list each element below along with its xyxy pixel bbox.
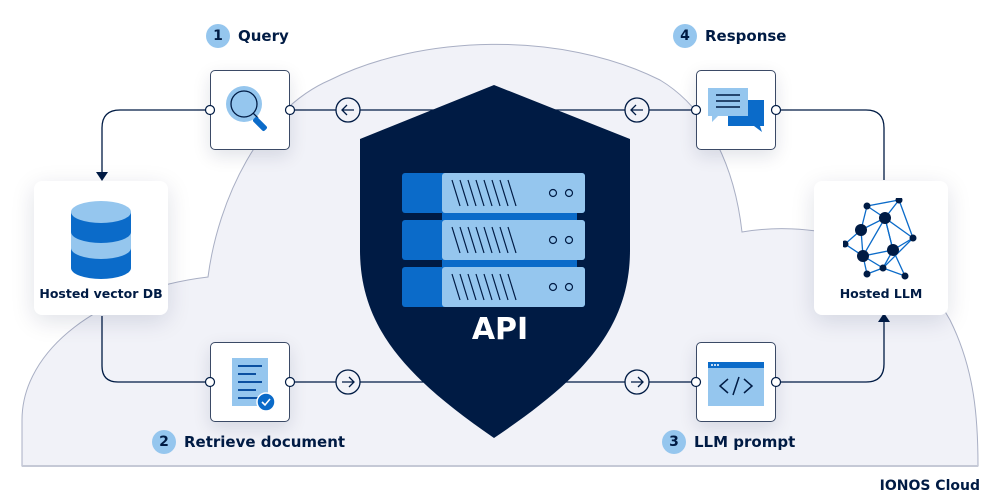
- vent-slash: [467, 226, 477, 254]
- vent-slash: [459, 273, 469, 301]
- vent-slash: [499, 226, 509, 254]
- vent-slash: [475, 273, 485, 301]
- neural-network-icon: [843, 198, 917, 280]
- arrow-left-icon: [624, 97, 650, 123]
- vent-slash: [475, 226, 485, 254]
- database-icon: [71, 201, 131, 279]
- step-3-number: 3: [662, 430, 686, 454]
- vent-slash: [467, 273, 477, 301]
- arrow-right-icon: [335, 369, 361, 395]
- vent-slash: [459, 179, 469, 207]
- vent-slash: [451, 179, 461, 207]
- step-1-label: 1 Query: [206, 24, 289, 48]
- vent-slash: [491, 273, 501, 301]
- step-1-text: Query: [238, 27, 289, 45]
- step-4-number: 4: [673, 24, 697, 48]
- connector-prompt-to-llm: [776, 322, 885, 383]
- code-window-icon: [708, 362, 764, 406]
- api-label: API: [471, 312, 529, 347]
- retrieve-document-node[interactable]: [210, 342, 290, 422]
- step-3-label: 3 LLM prompt: [662, 430, 795, 454]
- llm-prompt-node[interactable]: [696, 342, 776, 422]
- vent-slash: [491, 179, 501, 207]
- step-3-text: LLM prompt: [694, 433, 796, 451]
- vector-db-label: Hosted vector DB: [39, 286, 163, 301]
- vent-slash: [483, 226, 493, 254]
- connector-query-to-db: [101, 109, 210, 172]
- server-rack-icon: [402, 173, 585, 307]
- vent-slash: [507, 273, 517, 301]
- step-4-text: Response: [705, 27, 787, 45]
- vent-slash: [475, 179, 485, 207]
- vent-slash: [507, 179, 517, 207]
- step-2-number: 2: [152, 430, 176, 454]
- hosted-llm-card[interactable]: Hosted LLM: [814, 181, 948, 315]
- step-4-label: 4 Response: [673, 24, 786, 48]
- arrowhead-down: [96, 172, 108, 181]
- vent-slash: [507, 226, 517, 254]
- vent-slash: [491, 226, 501, 254]
- arrow-left-icon: [335, 97, 361, 123]
- query-node[interactable]: [210, 70, 290, 150]
- connector-llm-to-response: [776, 109, 885, 180]
- vent-slash: [499, 179, 509, 207]
- response-node[interactable]: [696, 70, 776, 150]
- vent-slash: [499, 273, 509, 301]
- vent-slash: [459, 226, 469, 254]
- document-check-icon: [232, 358, 276, 412]
- footer-label: IONOS Cloud: [879, 478, 980, 494]
- hosted-llm-label: Hosted LLM: [839, 286, 923, 301]
- vent-slash: [483, 273, 493, 301]
- vent-slash: [483, 179, 493, 207]
- magnifier-icon: [226, 86, 267, 131]
- step-2-label: 2 Retrieve document: [152, 430, 345, 454]
- vent-slash: [467, 179, 477, 207]
- arrow-right-icon: [624, 369, 650, 395]
- vent-slash: [451, 273, 461, 301]
- vector-db-card[interactable]: Hosted vector DB: [34, 181, 168, 315]
- step-1-number: 1: [206, 24, 230, 48]
- step-2-text: Retrieve document: [184, 433, 346, 451]
- arrowhead-up: [878, 313, 890, 322]
- vent-slash: [451, 226, 461, 254]
- connector-db-to-retrieve: [101, 316, 210, 383]
- chat-bubbles-icon: [708, 88, 764, 132]
